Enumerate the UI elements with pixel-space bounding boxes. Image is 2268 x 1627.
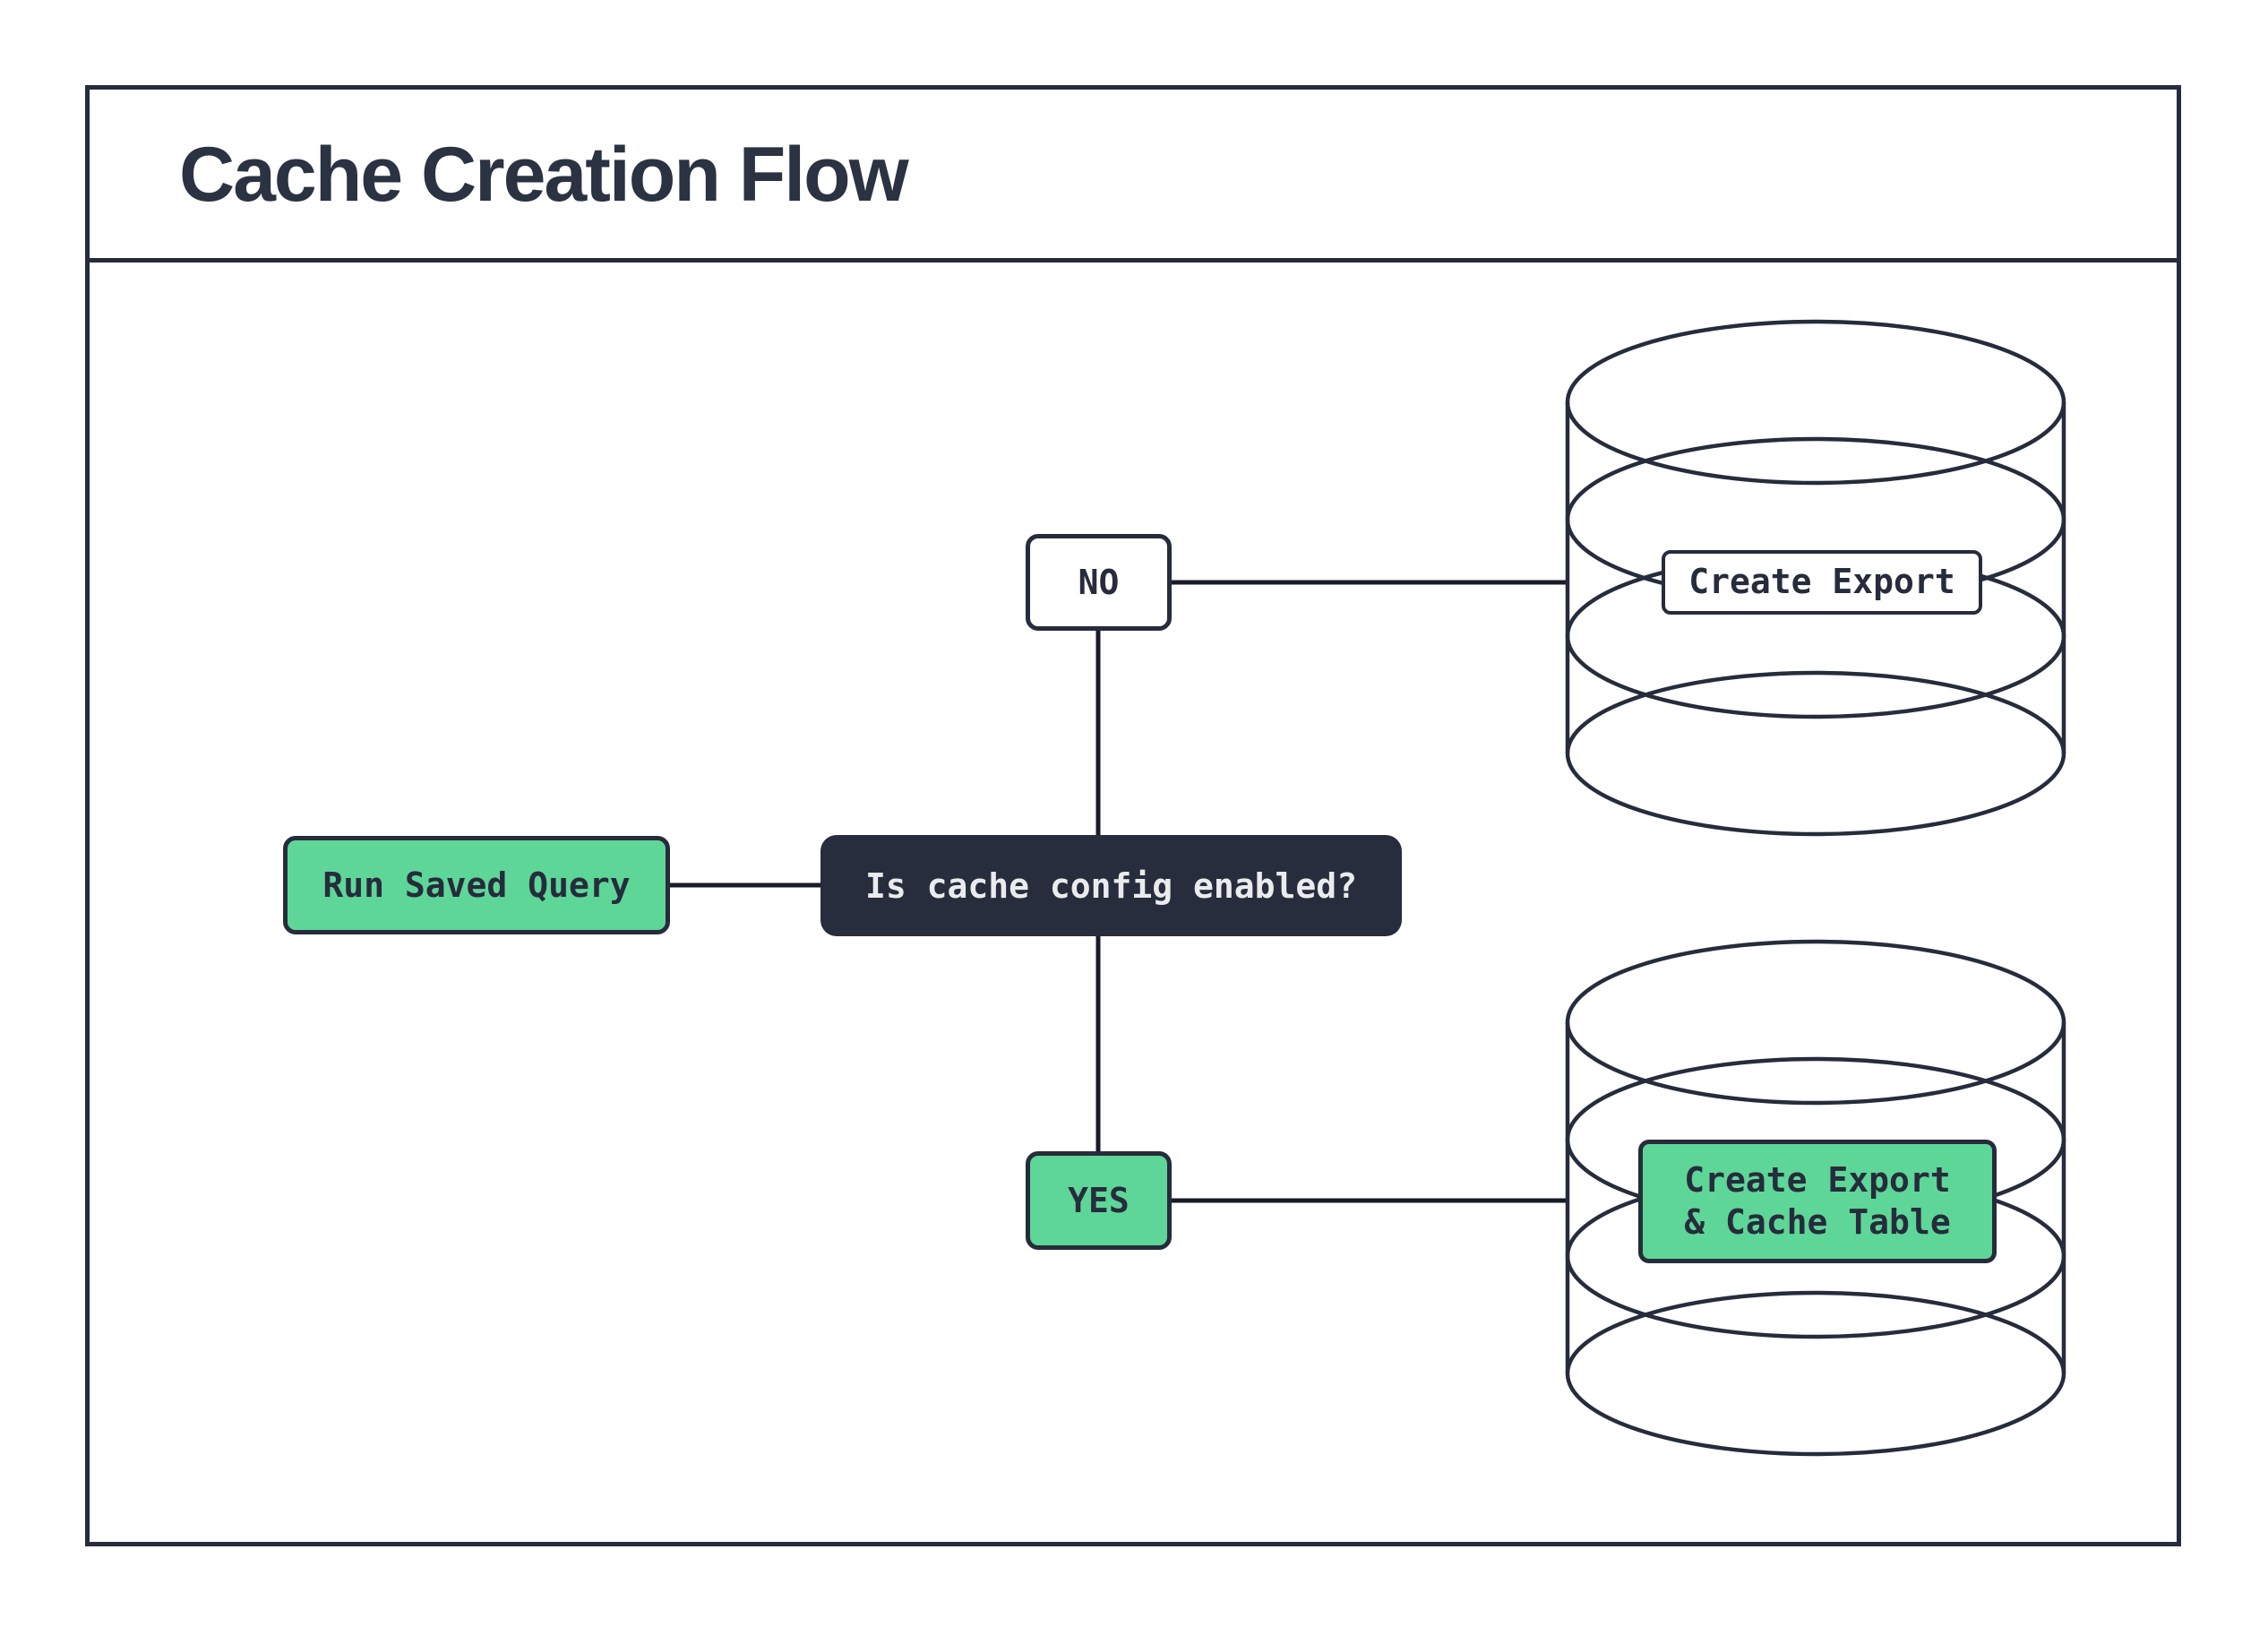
title-divider xyxy=(85,258,2181,263)
label-create-export-cache-table-line1: Create Export xyxy=(1684,1159,1951,1200)
page-title: Cache Creation Flow xyxy=(179,132,909,218)
node-run-saved-query: Run Saved Query xyxy=(283,836,670,934)
node-branch-no: NO xyxy=(1026,534,1172,631)
node-cache-config-decision: Is cache config enabled? xyxy=(820,835,1402,936)
connector-lines xyxy=(663,580,1576,1203)
label-create-export: Create Export xyxy=(1662,550,1982,615)
node-branch-yes: YES xyxy=(1026,1151,1172,1250)
label-create-export-cache-table-line2: & Cache Table xyxy=(1684,1202,1951,1242)
label-create-export-cache-table: Create Export & Cache Table xyxy=(1638,1140,1997,1263)
